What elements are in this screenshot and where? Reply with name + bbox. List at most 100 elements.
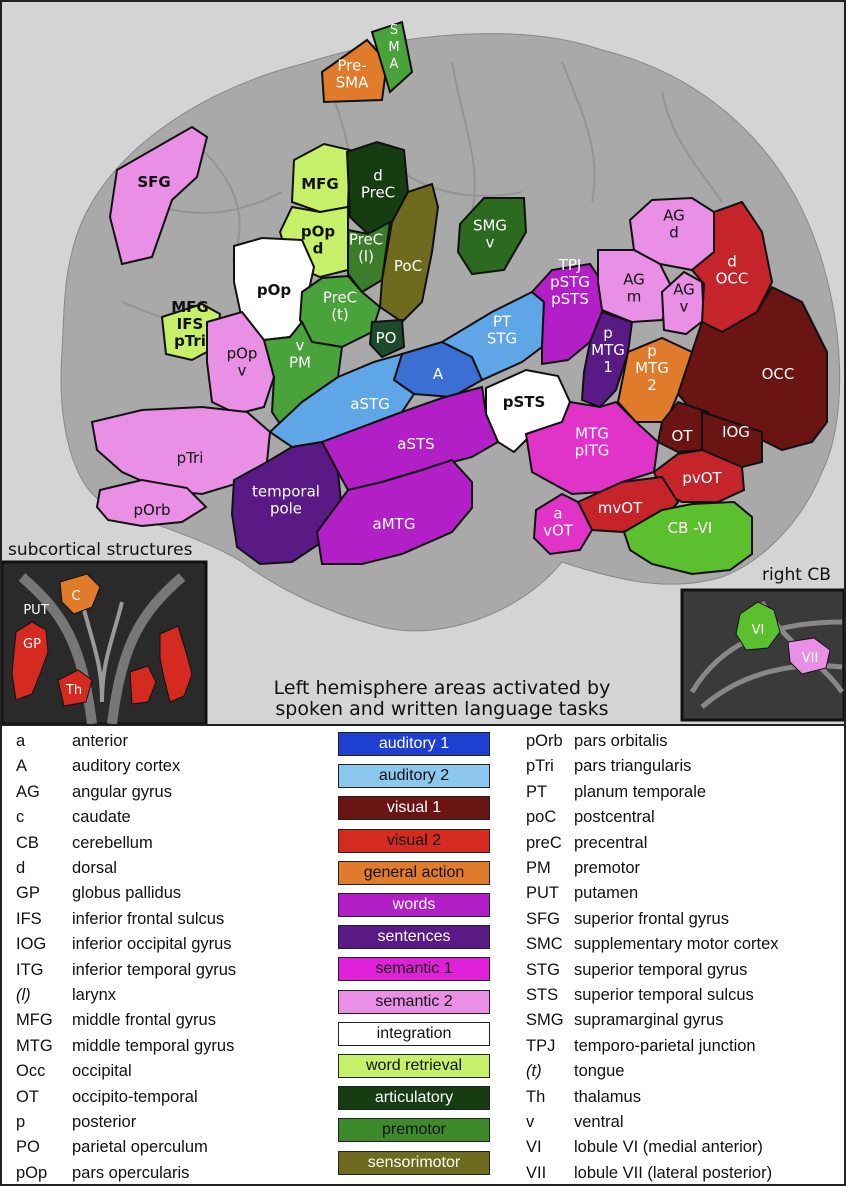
caption-line-1: Left hemisphere areas activated by [202,678,682,699]
legend: a anteriorAauditory cortexAGangular gyrus… [2,726,844,1184]
region-label-pop-d: d [313,240,324,258]
glossary-left-row: ccaudate [16,808,336,834]
caption-line-2: spoken and written language tasks [202,699,682,720]
color-key-swatch: sentences [338,925,490,949]
glossary-right-abbr: SFG [526,910,560,929]
region-label-p-mtg-2: p [647,342,657,360]
region-label-p-mtg-2: 2 [647,376,657,394]
region-label-d-prec: PreC [361,184,395,202]
region-label-ptri: pTri [177,449,204,467]
glossary-right-row: preCprecentral [526,834,844,860]
glossary-left-abbr: ITG [16,961,44,980]
color-key-swatch: semantic 1 [338,957,490,981]
region-label-iog: IOG [722,423,750,441]
glossary-right-definition: superior frontal gyrus [574,910,729,929]
right-cb-inset [682,590,844,720]
region-label-mfg: MFG [301,175,339,193]
region-label-a-vot: a [553,505,562,523]
glossary-right-abbr: SMG [526,1011,564,1030]
glossary-left-definition: anterior [72,732,128,751]
region-label-pop: pOp [257,281,291,299]
color-key-swatch: words [338,893,490,917]
glossary-right-row: SMG supramarginal gyrus [526,1011,844,1037]
glossary-left-definition: posterior [72,1113,136,1132]
region-label-smg-v: v [486,234,495,252]
region-label-p-mtg-1: MTG [591,341,625,359]
glossary-right-row: (t)tongue [526,1062,844,1088]
region-label-d-prec: d [373,167,383,185]
glossary-right-abbr: VII [526,1164,546,1183]
glossary-right-abbr: pOrb [526,732,563,751]
glossary-left-abbr: MTG [16,1037,53,1056]
glossary-right-definition: supramarginal gyrus [574,1011,723,1030]
region-label-smg-v: SMG [473,217,507,235]
region-label-sma: M [388,40,399,55]
glossary-right-abbr: STG [526,961,560,980]
brain-map: Pre-SMASMASFGMFGpOpddPreCPreC(l)PoCSMGvp… [2,2,844,724]
glossary-right-abbr: VI [526,1138,542,1157]
region-label-occ: OCC [762,365,795,383]
region-label-p-mtg-2: MTG [635,359,669,377]
glossary-left-abbr: a [16,732,25,751]
glossary-right-definition: supplementary motor cortex [574,935,779,954]
glossary-right-abbr: PM [526,859,551,878]
glossary-left-definition: middle temporal gyrus [72,1037,234,1056]
region-label-ag-m: AG [623,271,645,289]
region-label-asts: aSTS [397,435,434,453]
glossary-right-definition: thalamus [574,1088,641,1107]
glossary-left-abbr: AG [16,783,40,802]
region-label-prec-t: PreC [323,289,357,307]
glossary-right-abbr: SMC [526,935,563,954]
color-key-swatch: auditory 1 [338,732,490,756]
region-label-temporal-pole: pole [270,500,302,518]
glossary-left-definition: pars opercularis [72,1164,189,1183]
glossary-right-definition: superior temporal sulcus [574,986,754,1005]
glossary-right-row: VIlobule VI (medial anterior) [526,1138,844,1164]
glossary-right-row: PTplanum temporale [526,783,844,809]
glossary-left-row: IFS inferior frontal sulcus [16,910,336,936]
region-label-mtg-pitg: pITG [575,442,610,460]
glossary-left-row: (l)larynx [16,986,336,1012]
region-label-a-vot: vOT [543,522,574,540]
glossary-left-row: MTG middle temporal gyrus [16,1037,336,1063]
glossary-right-abbr: preC [526,834,562,853]
subcortical-title: subcortical structures [8,540,192,560]
color-key-swatch: semantic 2 [338,990,490,1014]
color-key-swatch: premotor [338,1118,490,1142]
glossary-right-row: SFG superior frontal gyrus [526,910,844,936]
glossary-left-abbr: A [16,757,27,776]
glossary-left-definition: auditory cortex [72,757,180,776]
region-label-sfg: SFG [137,173,170,191]
glossary-left-definition: dorsal [72,859,117,878]
region-label-p-mtg-1: p [603,324,613,342]
glossary-right-definition: temporo-parietal junction [574,1037,756,1056]
glossary-left-definition: globus pallidus [72,884,181,903]
glossary-left-row: MFGmiddle frontal gyrus [16,1011,336,1037]
region-label-cb-vi: CB -VI [668,519,713,537]
glossary-left-definition: parietal operculum [72,1138,208,1157]
glossary-left-definition: inferior frontal sulcus [72,910,224,929]
glossary-right-row: poCpostcentral [526,808,844,834]
glossary-right-definition: lobule VII (lateral posterior) [574,1164,772,1183]
glossary-left-definition: occipital [72,1062,132,1081]
glossary-right-definition: premotor [574,859,640,878]
glossary-right-definition: superior temporal gyrus [574,961,747,980]
glossary-right-definition: pars triangularis [574,757,691,776]
region-label-mvot: mvOT [598,499,643,517]
glossary-left-definition: occipito-temporal [72,1088,198,1107]
subcortical-label-put: PUT [23,603,48,618]
glossary-left-abbr: CB [16,834,39,853]
glossary-left-abbr: MFG [16,1011,53,1030]
subcortical-label-gp: GP [23,637,41,652]
region-label-sma: A [390,57,399,72]
region-label-prec-l: PreC [349,231,383,249]
glossary-left-abbr: IFS [16,910,42,929]
